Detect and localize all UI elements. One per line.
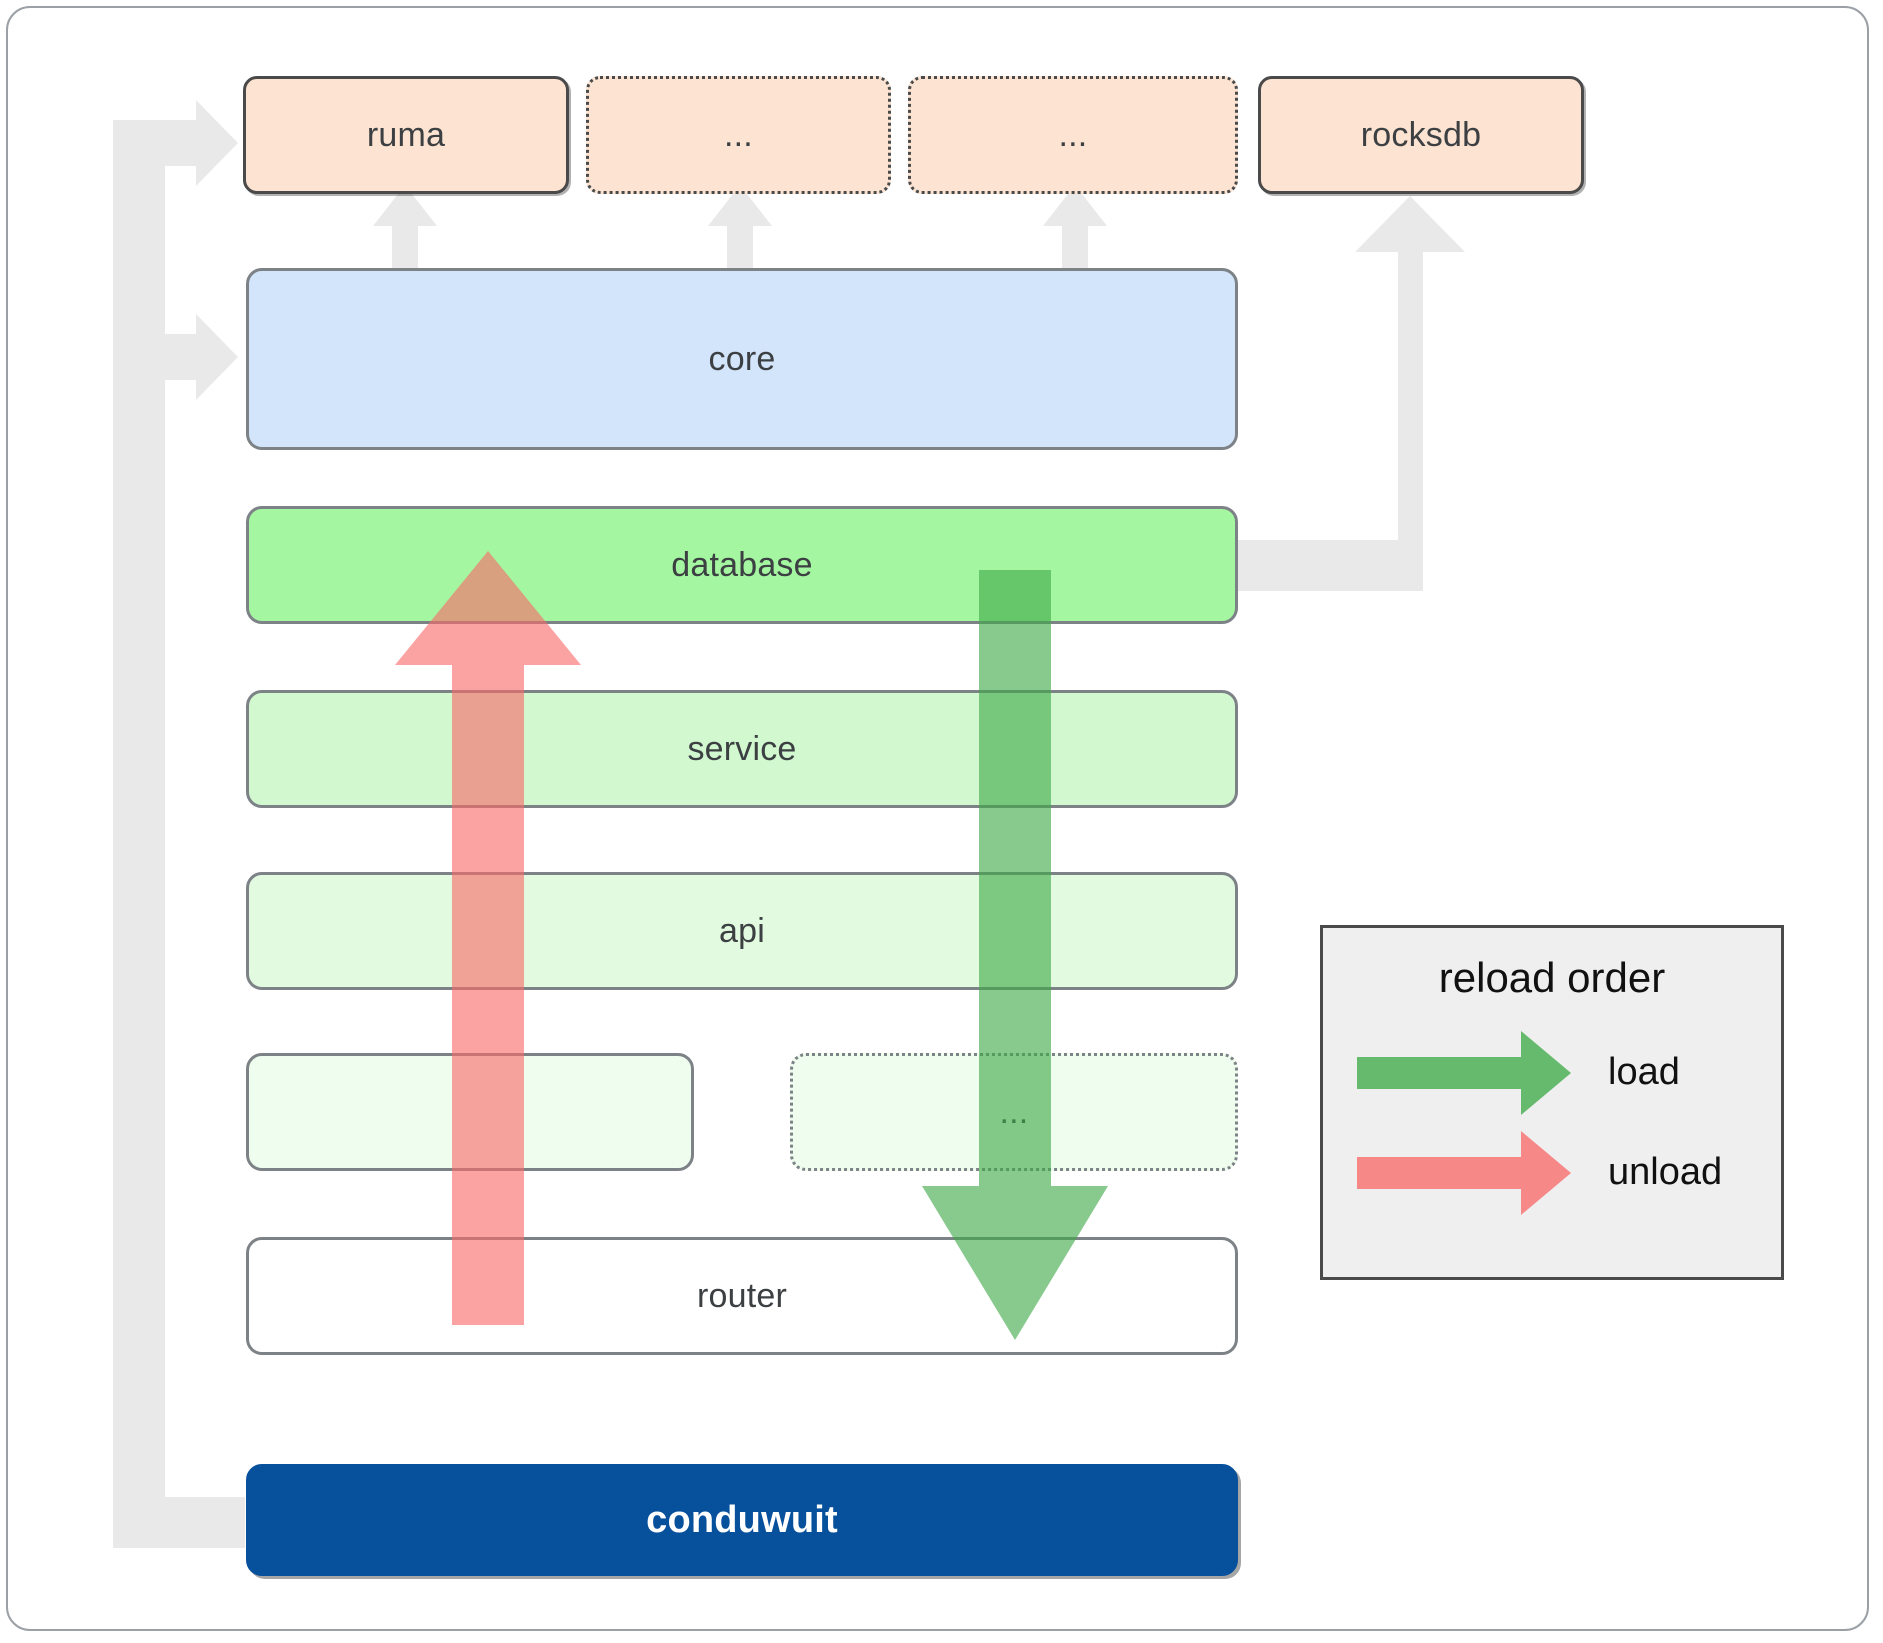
layer-box-router[interactable]: router xyxy=(246,1237,1238,1355)
layer-box-service[interactable]: service xyxy=(246,690,1238,808)
layer-label-moredots: ... xyxy=(999,1092,1029,1131)
root-label-conduwuit: conduwuit xyxy=(646,1498,838,1541)
legend-label-load: load xyxy=(1608,1051,1680,1093)
layer-label-database: database xyxy=(671,545,813,584)
legend-load-arrow-icon xyxy=(1357,1031,1571,1115)
legend-label-unload: unload xyxy=(1608,1151,1723,1193)
legend-unload-arrow-icon xyxy=(1357,1131,1571,1215)
dependency-label-dep2: ... xyxy=(724,115,753,154)
dependency-label-dep3: ... xyxy=(1058,115,1088,154)
core-box[interactable]: core xyxy=(246,268,1238,450)
legend-arrow-icons xyxy=(1357,1031,1571,1215)
dependency-box-dep2[interactable]: ... xyxy=(586,76,891,194)
dependency-box-ruma[interactable]: ruma xyxy=(243,76,569,194)
layer-label-service: service xyxy=(687,729,797,768)
layer-label-api: api xyxy=(719,911,765,950)
core-label: core xyxy=(708,339,776,378)
layer-label-router: router xyxy=(696,1276,788,1315)
dependency-box-rocksdb[interactable]: rocksdb xyxy=(1258,76,1584,194)
diagram-frame xyxy=(6,6,1869,1631)
dependency-label-rocksdb: rocksdb xyxy=(1360,115,1482,154)
layer-box-admin[interactable]: admin xyxy=(246,1053,694,1171)
dependency-label-ruma: ruma xyxy=(366,115,446,154)
layer-box-database[interactable]: database xyxy=(246,506,1238,624)
legend-panel: reload order load unload xyxy=(1320,925,1784,1280)
layer-box-api[interactable]: api xyxy=(246,872,1238,990)
layer-box-moredots[interactable]: ... xyxy=(790,1053,1238,1171)
dependency-box-dep3[interactable]: ... xyxy=(908,76,1238,194)
root-box-conduwuit[interactable]: conduwuit xyxy=(246,1464,1238,1576)
legend-title: reload order xyxy=(1438,954,1666,1001)
